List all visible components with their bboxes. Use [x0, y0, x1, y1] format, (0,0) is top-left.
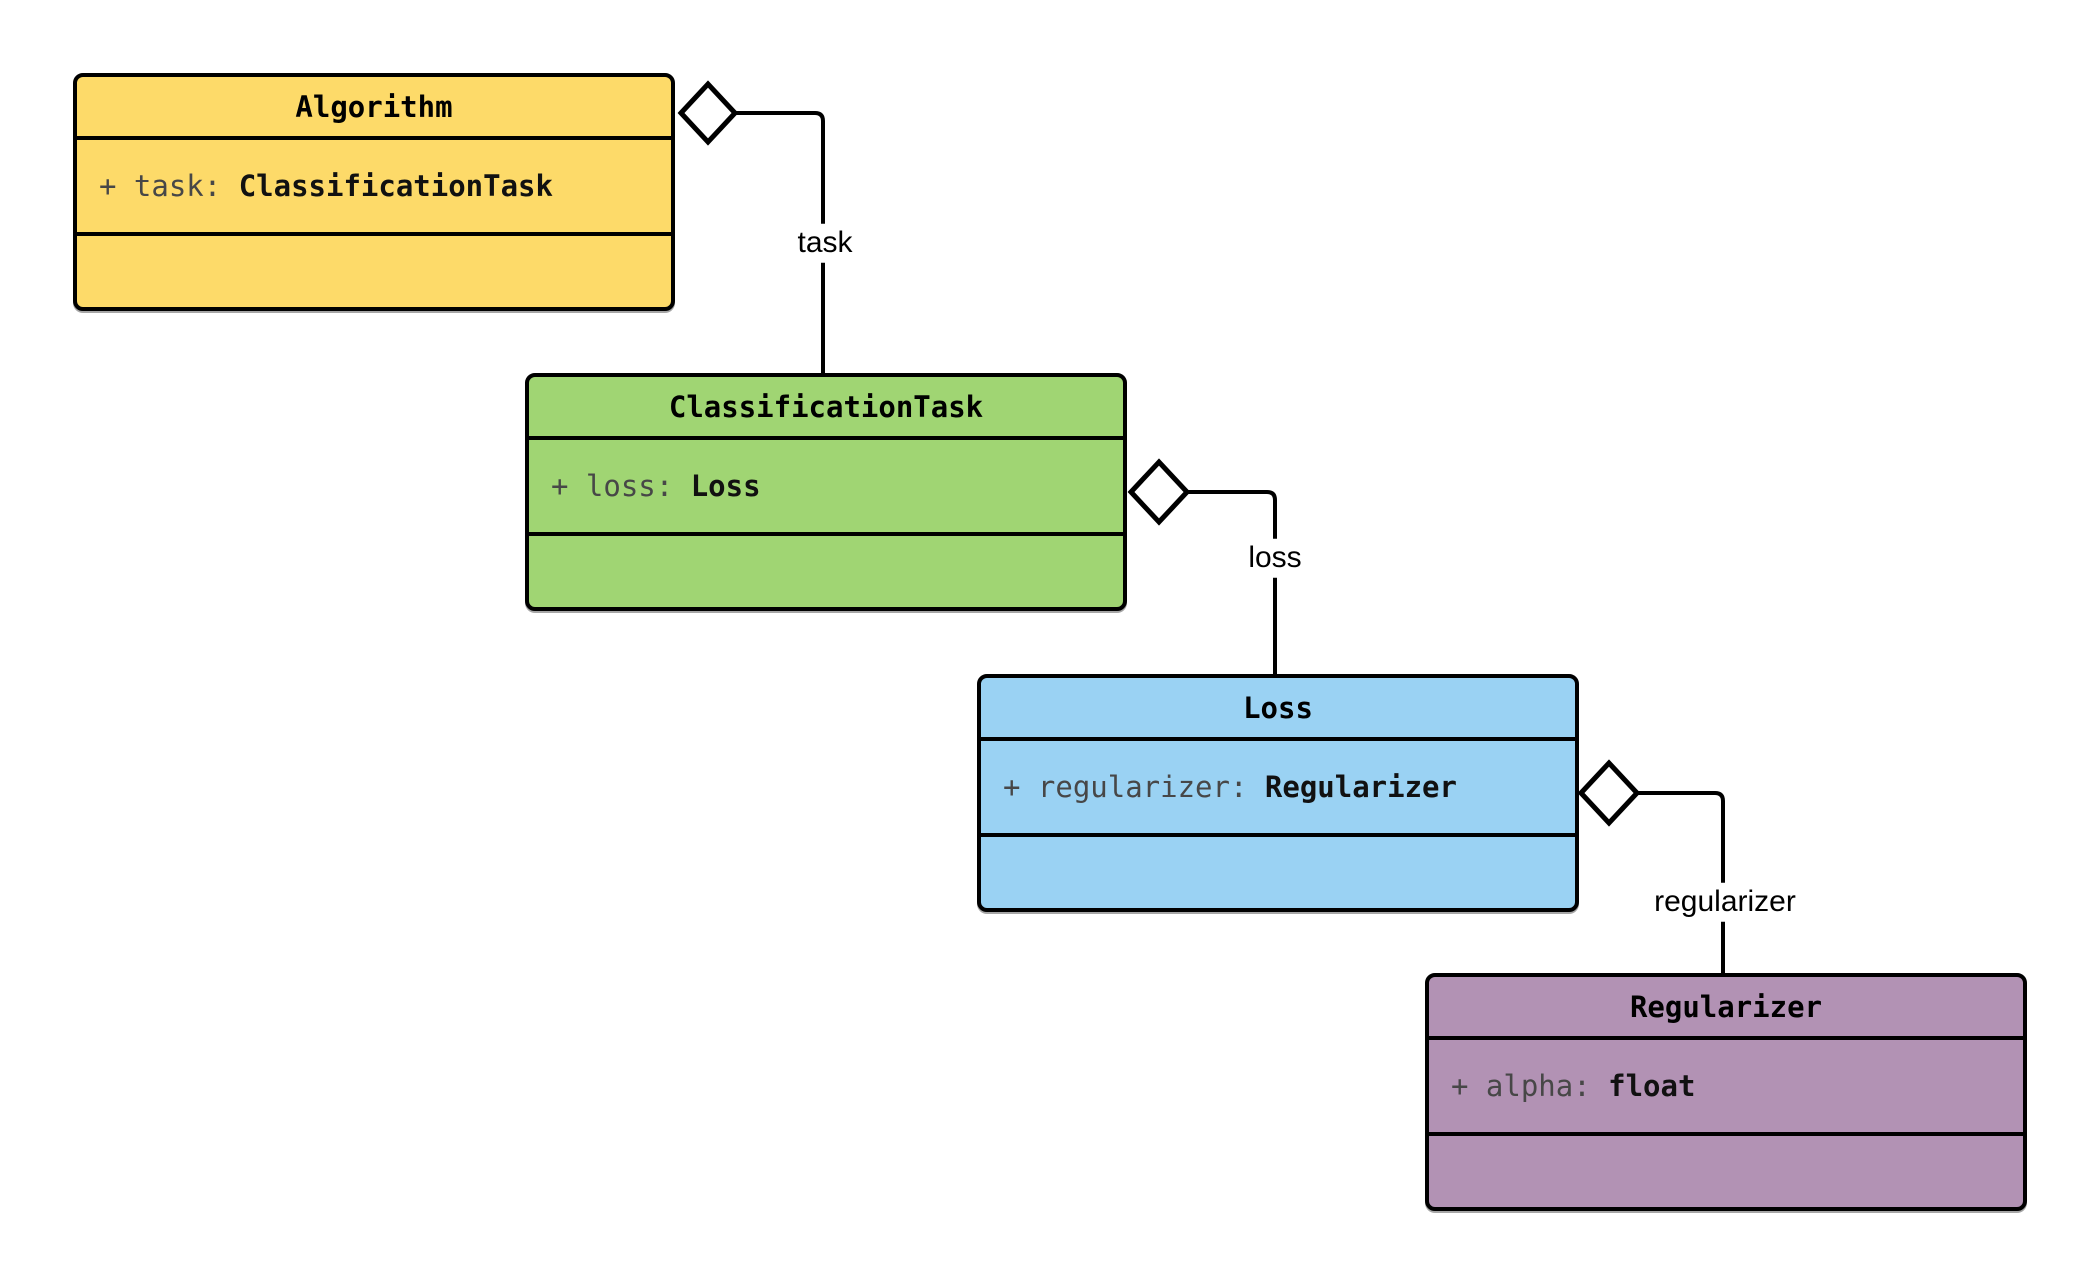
aggregation-diamond-icon [1577, 759, 1641, 827]
class-attributes: + alpha: float [1429, 1040, 2023, 1136]
class-regularizer: Regularizer + alpha: float [1425, 973, 2027, 1211]
class-title: Algorithm [77, 77, 671, 140]
edge-label-task: task [789, 223, 861, 263]
attribute-name: + loss: [551, 469, 691, 503]
attribute-name: + regularizer: [1003, 770, 1265, 804]
class-methods-empty [1429, 1136, 2023, 1207]
attribute-type: ClassificationTask [238, 169, 553, 203]
attribute-type: Loss [690, 469, 761, 503]
aggregation-diamond-icon [1127, 458, 1191, 526]
edge-loss [1187, 490, 1277, 674]
class-algorithm: Algorithm + task: ClassificationTask [73, 73, 675, 311]
class-attributes: + task: ClassificationTask [77, 140, 671, 236]
class-title: Loss [981, 678, 1575, 741]
class-title: Regularizer [1429, 977, 2023, 1040]
edge-label-regularizer: regularizer [1646, 882, 1804, 922]
class-attributes: + loss: Loss [529, 440, 1123, 536]
class-methods-empty [529, 536, 1123, 607]
class-title: ClassificationTask [529, 377, 1123, 440]
attribute-type: float [1608, 1069, 1696, 1103]
edge-label-loss: loss [1240, 538, 1310, 578]
attribute-name: + alpha: [1451, 1069, 1609, 1103]
attribute-name: + task: [99, 169, 239, 203]
class-methods-empty [981, 837, 1575, 908]
class-loss: Loss + regularizer: Regularizer [977, 674, 1579, 912]
attribute-type: Regularizer [1264, 770, 1457, 804]
aggregation-diamond-icon [677, 80, 739, 146]
class-classification-task: ClassificationTask + loss: Loss [525, 373, 1127, 611]
class-methods-empty [77, 236, 671, 307]
class-attributes: + regularizer: Regularizer [981, 741, 1575, 837]
